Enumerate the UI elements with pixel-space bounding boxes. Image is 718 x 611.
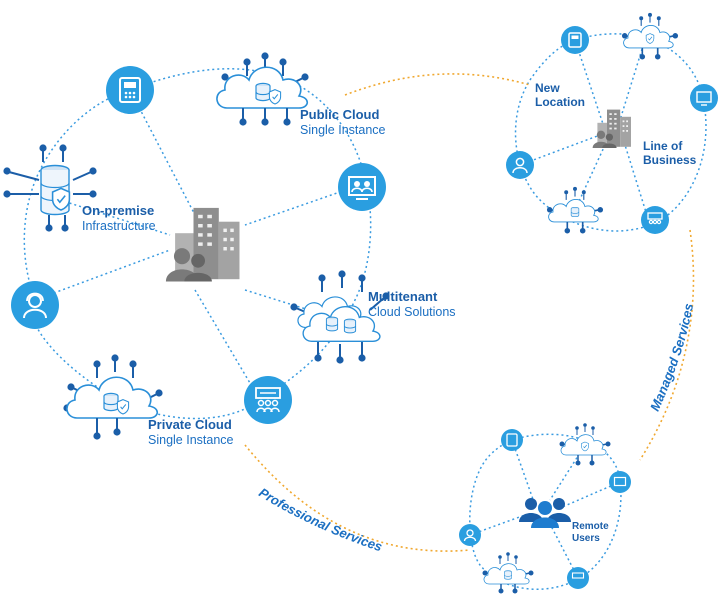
line-of-business-line1: Line of: [643, 139, 683, 153]
remote-cloud-top-icon: [559, 422, 611, 466]
line-of-business-label: Line of Business: [643, 139, 697, 168]
line-of-business-line2: Business: [643, 152, 697, 167]
on-premise-title: On-premise: [82, 203, 155, 218]
public-cloud-title: Public Cloud: [300, 107, 380, 122]
on-premise-subtitle: Infrastructure: [82, 218, 156, 233]
private-cloud-subtitle: Single Instance: [148, 432, 234, 447]
private-cloud-label: Private Cloud Single Instance: [148, 417, 234, 447]
public-cloud-label: Public Cloud Single Instance: [300, 107, 386, 137]
multitenant-label: Multitenant Cloud Solutions: [368, 289, 456, 319]
remote-desk-phone-icon: [501, 429, 523, 451]
new-location-line1: New: [535, 81, 560, 95]
meeting-room-icon: [244, 376, 292, 424]
remote-users-line1: Remote: [572, 521, 609, 532]
remote-users-label: Remote Users: [572, 521, 609, 544]
new-location-label: New Location: [535, 81, 585, 110]
multitenant-cloud-icon: [290, 269, 390, 364]
multitenant-subtitle: Cloud Solutions: [368, 304, 456, 319]
desk-phone-icon: [106, 66, 154, 114]
remote-headset-user-icon: [459, 524, 481, 546]
lob-desk-phone-icon: [561, 26, 589, 54]
lob-building-icon: [592, 109, 631, 148]
multitenant-title: Multitenant: [368, 289, 438, 304]
on-premise-label: On-premise Infrastructure: [82, 203, 156, 233]
lob-headset-user-icon: [506, 151, 534, 179]
lob-cloud-top-icon: [621, 12, 679, 60]
public-cloud-subtitle: Single Instance: [300, 122, 386, 137]
remote-video-conference-icon: [609, 471, 631, 493]
professional-services-label: Professional Services: [256, 485, 384, 555]
on-premise-server-icon: [3, 143, 97, 232]
lob-cloud-bottom-icon: [546, 186, 604, 234]
remote-meeting-room-icon: [567, 567, 589, 589]
remote-cloud-bottom-icon: [482, 551, 534, 594]
remote-users-line2: Users: [572, 532, 600, 544]
enterprise-building-icon: [165, 207, 240, 282]
remote-users-group-icon: [519, 498, 571, 528]
new-location-line2: Location: [535, 94, 585, 109]
private-cloud-title: Private Cloud: [148, 417, 232, 432]
orange-dotted-links: [244, 73, 695, 552]
lob-video-conference-icon: [690, 84, 718, 112]
private-cloud-icon: [63, 353, 163, 440]
lob-meeting-room-icon: [641, 206, 669, 234]
managed-services-label: Managed Services: [647, 302, 696, 413]
headset-user-icon: [11, 281, 59, 329]
video-conference-icon: [338, 163, 386, 211]
public-cloud-icon: [216, 51, 309, 126]
